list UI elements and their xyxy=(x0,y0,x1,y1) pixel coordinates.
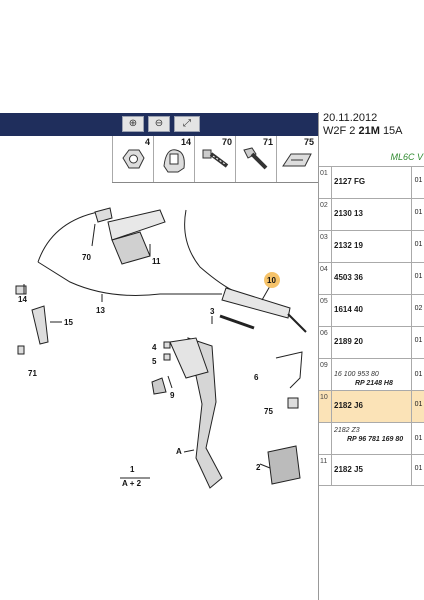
pedal-pad xyxy=(267,445,301,485)
spring xyxy=(151,377,167,395)
thumb-number: 4 xyxy=(144,137,150,147)
bracket-15 xyxy=(31,305,49,345)
part-qty: 01 xyxy=(414,209,423,216)
row-index: 06 xyxy=(320,330,328,337)
part-reference: 16 100 953 80 xyxy=(334,371,379,378)
callout-1: 1 xyxy=(130,465,135,474)
zoom-in-icon: ⊕ xyxy=(128,118,138,129)
thumb-number: 71 xyxy=(262,137,273,147)
part-reference: 2182 Z3 xyxy=(334,427,360,434)
part-reference: 1614 40 xyxy=(334,305,363,314)
zoom-out-icon: ⊖ xyxy=(154,118,164,129)
model-code: ML6C V xyxy=(390,152,423,162)
pipe-13-lower xyxy=(37,261,222,296)
pedal-bracket xyxy=(169,337,209,379)
hardware-thumbnails: 4 14 70 71 75 xyxy=(112,136,318,183)
bolt-icon xyxy=(243,147,268,170)
part-row[interactable]: 02 2130 13 01 xyxy=(319,198,424,230)
row-index: 10 xyxy=(320,394,328,401)
zoom-fit-button[interactable]: ⤢ xyxy=(174,116,200,132)
thumb-clip[interactable]: 14 xyxy=(153,136,194,182)
part-row-selected[interactable]: 10 2182 J6 01 xyxy=(319,390,424,422)
callout-75[interactable]: 75 xyxy=(264,407,273,416)
code-prefix: W2F 2 xyxy=(323,125,356,137)
part-reference: 2182 J5 xyxy=(334,465,363,474)
part-qty: 01 xyxy=(414,435,423,442)
formula-label: A + 2 xyxy=(122,479,142,488)
callout-10[interactable]: 10 xyxy=(267,276,276,285)
thumb-nut[interactable]: 4 xyxy=(112,136,153,182)
thumb-number: 70 xyxy=(221,137,232,147)
callout-15[interactable]: 15 xyxy=(64,318,73,327)
row-index: 03 xyxy=(320,234,328,241)
exploded-diagram: 11 70 10 14 13 15 3 4 5 6 71 9 75 A 2 1 … xyxy=(15,207,307,489)
part-reference: 4503 36 xyxy=(334,273,363,282)
part-qty: 01 xyxy=(414,273,423,280)
part-row[interactable]: 06 2189 20 01 xyxy=(319,326,424,358)
callout-highlight xyxy=(264,272,280,288)
part-reference: 2189 20 xyxy=(334,337,363,346)
zoom-in-button[interactable]: ⊕ xyxy=(122,116,144,132)
part-qty: 02 xyxy=(414,305,423,312)
callout-13[interactable]: 13 xyxy=(96,306,105,315)
zoom-fit-icon: ⤢ xyxy=(183,118,191,129)
slave-cylinder xyxy=(107,209,166,241)
part-rp-reference: RP 96 781 169 80 xyxy=(347,436,404,443)
part-row[interactable]: 05 1614 40 02 xyxy=(319,294,424,326)
part-qty: 01 xyxy=(414,465,423,472)
callout-14[interactable]: 14 xyxy=(18,295,27,304)
parts-panel: 20.11.2012 W2F 2 21M 15A ML6C V 01 2127 … xyxy=(318,112,424,600)
part-row[interactable]: 09 16 100 953 80 RP 2148 H8 01 xyxy=(319,358,424,390)
part-qty: 01 xyxy=(414,241,423,248)
part-qty: 01 xyxy=(414,371,423,378)
thumb-screw[interactable]: 70 xyxy=(194,136,235,182)
code-suffix: 15A xyxy=(382,125,403,137)
row-index: 11 xyxy=(320,458,328,465)
thumb-number: 75 xyxy=(303,137,314,147)
part-row[interactable]: 04 4503 36 01 xyxy=(319,262,424,294)
part-row[interactable]: 03 2132 19 01 xyxy=(319,230,424,262)
screw-icon xyxy=(202,149,229,168)
part-row[interactable]: 01 2127 FG 01 xyxy=(319,166,424,198)
part-reference: 2132 19 xyxy=(334,241,363,250)
catalog-date: 20.11.2012 xyxy=(323,112,378,124)
part-rp-reference: RP 2148 H8 xyxy=(355,380,393,387)
catalog-code: W2F 2 21M 15A xyxy=(323,125,403,137)
nut-icon xyxy=(122,149,145,169)
callout-71[interactable]: 71 xyxy=(28,369,37,378)
callout-4[interactable]: 4 xyxy=(152,343,157,352)
part-qty: 01 xyxy=(414,401,423,408)
master-cylinder xyxy=(221,287,291,319)
part-qty: 01 xyxy=(414,177,423,184)
row-index: 02 xyxy=(320,202,328,209)
callout-6[interactable]: 6 xyxy=(254,373,259,382)
row-index: 04 xyxy=(320,266,328,273)
callout-2[interactable]: 2 xyxy=(256,463,261,472)
callout-11[interactable]: 11 xyxy=(152,257,161,266)
callout-70[interactable]: 70 xyxy=(82,253,91,262)
part-qty: 01 xyxy=(414,337,423,344)
callout-9[interactable]: 9 xyxy=(170,391,175,400)
part-row[interactable]: 11 2182 J5 01 xyxy=(319,454,424,486)
callout-3[interactable]: 3 xyxy=(210,307,215,316)
reservoir-hose xyxy=(184,209,237,293)
pipe-13-upper xyxy=(37,211,99,263)
part-row[interactable]: 2182 Z3 RP 96 781 169 80 01 xyxy=(319,422,424,454)
row-index: 01 xyxy=(320,170,328,177)
part-reference: 2127 FG xyxy=(334,177,366,186)
row-index: 05 xyxy=(320,298,328,305)
row-index: 09 xyxy=(320,362,328,369)
thumb-bolt[interactable]: 71 xyxy=(235,136,276,182)
part-reference: 2130 13 xyxy=(334,209,363,218)
bracket-icon xyxy=(282,153,312,167)
callout-5[interactable]: 5 xyxy=(152,357,157,366)
code-bold: 21M xyxy=(358,125,380,137)
thumb-number: 14 xyxy=(180,137,191,147)
clip-icon xyxy=(163,149,185,173)
sensor-wire xyxy=(275,351,303,389)
thumb-bracket[interactable]: 75 xyxy=(276,136,317,182)
zoom-out-button[interactable]: ⊖ xyxy=(148,116,170,132)
part-reference: 2182 J6 xyxy=(334,401,363,410)
callout-A[interactable]: A xyxy=(176,447,182,456)
